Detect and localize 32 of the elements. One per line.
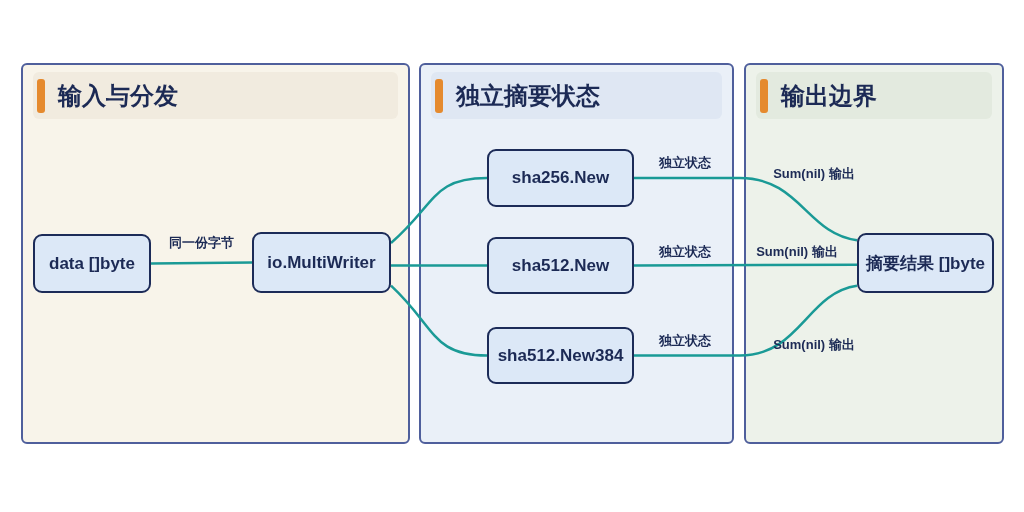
process-box xyxy=(487,237,634,294)
output-label: Sum(nil) 输出 xyxy=(772,336,856,354)
connector xyxy=(151,261,252,265)
connector xyxy=(390,176,488,244)
process-box xyxy=(33,234,151,293)
box-text: sha512.New xyxy=(511,255,610,276)
box-text: io.MultiWriter xyxy=(267,252,376,273)
connector xyxy=(390,284,488,357)
process-box xyxy=(487,149,634,207)
connector xyxy=(634,284,858,357)
panel-heading: 输出边界 xyxy=(781,81,877,111)
panel xyxy=(419,63,734,444)
process-box xyxy=(252,232,391,293)
box-text: sha256.New xyxy=(511,168,610,188)
edge-label: 独立状态 xyxy=(658,154,712,172)
edge-label: 独立状态 xyxy=(658,332,712,350)
panel-heading: 输入与分发 xyxy=(58,81,178,111)
process-box xyxy=(487,327,634,384)
connector xyxy=(634,176,858,242)
output-label: Sum(nil) 输出 xyxy=(755,243,839,261)
edge-label: 独立状态 xyxy=(658,243,712,261)
box-text: data []byte xyxy=(49,253,135,274)
panel-heading: 独立摘要状态 xyxy=(456,81,600,111)
connector xyxy=(634,263,857,267)
box-text: 摘要结果 []byte xyxy=(866,252,985,275)
process-box xyxy=(857,233,994,293)
box-text: sha512.New384 xyxy=(497,345,624,366)
output-label: Sum(nil) 输出 xyxy=(772,165,856,183)
panel xyxy=(21,63,410,444)
panel xyxy=(744,63,1004,444)
connector xyxy=(391,264,487,267)
edge-label: 同一份字节 xyxy=(167,234,235,252)
